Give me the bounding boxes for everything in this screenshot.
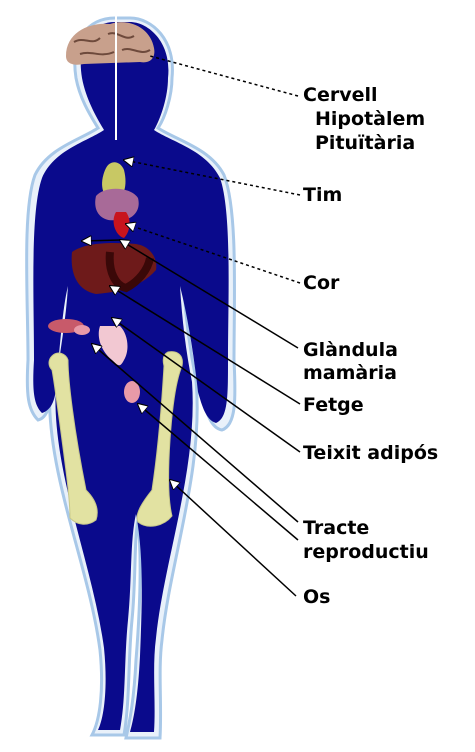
leader-os <box>170 480 296 596</box>
label-reproductiu: reproductiu <box>303 541 429 563</box>
label-fetge: Fetge <box>303 394 364 416</box>
label-teixit: Teixit adipós <box>303 442 438 464</box>
label-cervell: Cervell <box>303 84 378 106</box>
label-mamaria: mamària <box>303 362 397 384</box>
leader-glandula-horiz <box>82 240 120 241</box>
label-cor: Cor <box>303 272 339 294</box>
label-os: Os <box>303 586 330 608</box>
label-tracte: Tracte <box>303 517 369 539</box>
label-glandula: Glàndula <box>303 339 398 361</box>
label-pituitaria: Pituïtària <box>315 132 415 154</box>
label-tim: Tim <box>303 184 342 206</box>
label-hipotalem: Hipotàlem <box>315 108 425 130</box>
adipose-tissue-right <box>74 325 90 335</box>
